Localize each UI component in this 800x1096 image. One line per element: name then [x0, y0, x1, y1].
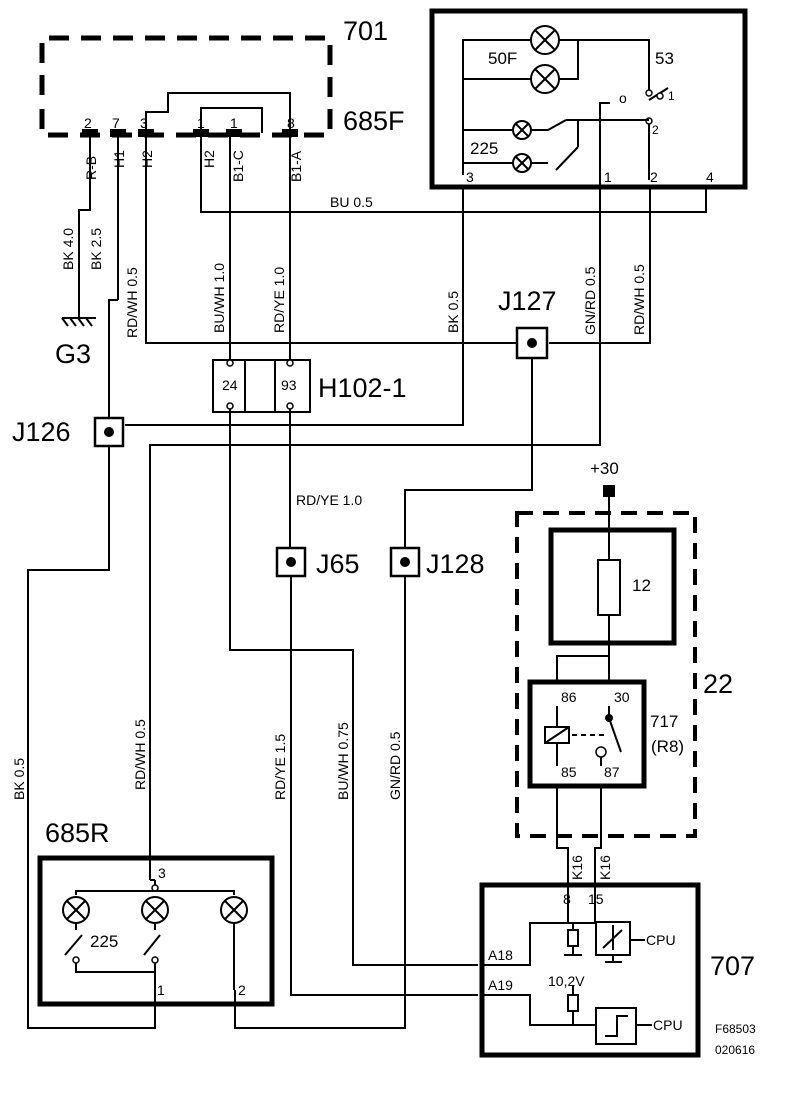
wire-rdwh05-b: RD/WH 0.5 [132, 719, 148, 790]
switch-lamp-box: 50F 53 o 1 2 225 3 1 2 4 [429, 8, 748, 190]
label-685r: 685R [45, 818, 110, 848]
label-j127: J127 [498, 286, 557, 316]
footer: F68503 020616 [715, 1022, 756, 1057]
wire-bu05: BU 0.5 [330, 194, 373, 210]
label-a19: A19 [488, 977, 513, 993]
junction-j65: J65 [275, 546, 478, 996]
wire-bk05-top: BK 0.5 [445, 291, 461, 333]
component-685r: 685R 3 225 1 2 [37, 818, 275, 1007]
pin-685r-1: 1 [157, 982, 165, 998]
term-2: 2 [650, 169, 658, 185]
switch-pos-2: 2 [652, 123, 659, 137]
switch-pos-1: 1 [668, 89, 675, 103]
label-plus30: +30 [590, 459, 619, 478]
pin-86: 86 [561, 689, 577, 705]
junction-j128: J128 [234, 546, 485, 1029]
label-cpu2: CPU [653, 1017, 683, 1033]
label-225-rear: 225 [90, 932, 118, 951]
label-53: 53 [655, 49, 674, 68]
connector-h102: 24 93 H102-1 RD/YE 1.0 [212, 359, 478, 966]
label-717: 717 [650, 712, 678, 731]
pin-685f-8: 8 [287, 115, 295, 131]
wire-gnrd05-top: GN/RD 0.5 [582, 266, 598, 335]
label-cpu1: CPU [646, 932, 676, 948]
label-j128: J128 [426, 549, 485, 579]
wire-rdye10-h: RD/YE 1.0 [296, 492, 362, 508]
label-22: 22 [703, 669, 733, 699]
wire-buwh10: BU/WH 1.0 [211, 263, 227, 333]
label-fuse12: 12 [632, 576, 651, 595]
wire-rdwh05-a: RD/WH 0.5 [124, 267, 140, 338]
pin-87: 87 [604, 764, 620, 780]
signal-h2b: H2 [201, 150, 217, 168]
label-j65: J65 [316, 549, 360, 579]
component-22: +30 12 22 86 30 85 87 717 (R8) K16 [515, 459, 733, 898]
footer-date: 020616 [715, 1043, 755, 1057]
label-a18: A18 [488, 947, 513, 963]
wires-top: G3 BU 0.5 BK 4.0 BK 2.5 RD/WH 0.5 BU/WH … [55, 137, 707, 880]
pin-685f-3: 3 [140, 115, 148, 131]
label-j126: J126 [12, 417, 71, 447]
pin-h102-24: 24 [222, 377, 238, 393]
pin-685f-2: 2 [84, 115, 92, 131]
label-707: 707 [710, 951, 755, 981]
signal-b1-c: B1-C [230, 150, 246, 182]
label-h102: H102-1 [318, 373, 407, 403]
component-701-685f: 701 685F 2 7 3 1 1 8 R-B H1 H2 H2 B1-C B… [39, 16, 405, 182]
wire-k16-b: K16 [597, 855, 613, 880]
pin-685f-1b: 1 [230, 115, 238, 131]
pin-30: 30 [614, 689, 630, 705]
label-r8: (R8) [651, 737, 684, 756]
pin-685r-2: 2 [238, 982, 246, 998]
signal-b1-a: B1-A [288, 150, 304, 182]
wire-k16-a: K16 [569, 855, 585, 880]
wire-rdwh05-top: RD/WH 0.5 [631, 264, 647, 335]
wire-rdye10-v: RD/YE 1.0 [271, 267, 287, 333]
label-685f: 685F [343, 106, 405, 136]
pin-h102-93: 93 [281, 377, 297, 393]
wire-rdye15: RD/YE 1.5 [272, 734, 288, 800]
wire-buwh075: BU/WH 0.75 [335, 722, 351, 800]
label-voltage: 10,2V [548, 973, 585, 989]
pin-85: 85 [561, 764, 577, 780]
wire-bk25: BK 2.5 [88, 228, 104, 270]
label-701: 701 [343, 16, 388, 46]
wire-bk40: BK 4.0 [60, 228, 76, 270]
pin-685f-7: 7 [112, 115, 120, 131]
wire-bk05-left: BK 0.5 [11, 758, 27, 800]
component-707: 707 8 15 A18 A19 CPU 10,2V CPU [479, 882, 755, 1058]
label-50f: 50F [488, 49, 517, 68]
pin-685r-3: 3 [158, 865, 166, 881]
label-g3: G3 [55, 339, 91, 369]
pin-685f-1a: 1 [197, 115, 205, 131]
term-1: 1 [604, 169, 612, 185]
wire-gnrd05-b: GN/RD 0.5 [387, 731, 403, 800]
term-3: 3 [466, 169, 474, 185]
footer-code: F68503 [715, 1022, 756, 1036]
label-225-front: 225 [470, 139, 498, 158]
wires-lower-labels: BK 0.5 RD/WH 0.5 RD/YE 1.5 BU/WH 0.75 GN… [11, 719, 403, 800]
junction-j126: J126 [12, 299, 156, 1029]
switch-pos-o: o [619, 90, 627, 106]
junction-j127: J127 [404, 286, 557, 548]
term-4: 4 [706, 169, 714, 185]
